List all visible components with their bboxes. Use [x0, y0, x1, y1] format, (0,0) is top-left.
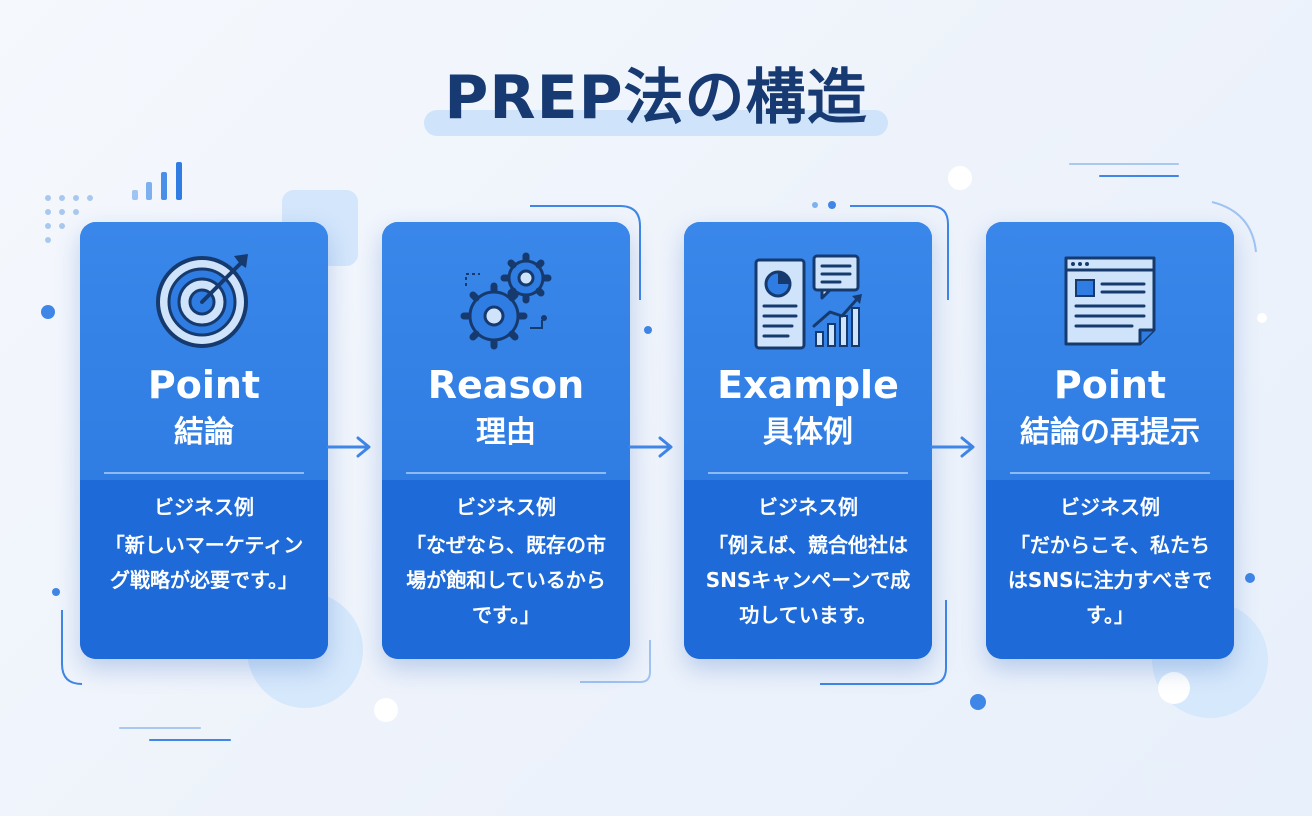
example-title: ビジネス例 [456, 495, 556, 519]
page-title: PREP法の構造 [444, 63, 868, 133]
divider [406, 472, 606, 474]
arrow-right-icon [326, 436, 371, 458]
title-container: PREP法の構造 [0, 62, 1312, 134]
step-card-point: Point 結論 ビジネス例 「新しいマーケティング戦略が必要です。」 [80, 222, 328, 659]
step-label-ja: 結論の再提示 [1020, 415, 1200, 450]
step-card-reason: Reason 理由 ビジネス例 「なぜなら、既存の市場が飽和しているからです。」 [382, 222, 630, 659]
example-text: 「新しいマーケティング戦略が必要です。」 [104, 533, 304, 592]
arrow-right-icon [628, 436, 673, 458]
step-label-ja: 結論 [174, 415, 234, 450]
divider [708, 472, 908, 474]
step-card-example: Example 具体例 ビジネス例 「例えば、競合他社はSNSキャンペーンで成功… [684, 222, 932, 659]
step-label-en: Example [717, 363, 899, 407]
step-label-en: Point [147, 363, 261, 407]
divider [1010, 472, 1210, 474]
arrow-right-icon [930, 436, 975, 458]
step-label-en: Reason [427, 363, 585, 407]
example-title: ビジネス例 [154, 495, 254, 519]
report-chart-icon [754, 254, 862, 350]
example-text: 「だからこそ、私たちはSNSに注力すべきです。」 [1007, 533, 1213, 627]
target-icon [156, 254, 248, 348]
step-label-ja: 具体例 [763, 415, 853, 450]
example-text: 「例えば、競合他社はSNSキャンペーンで成功しています。 [705, 533, 911, 627]
gears-icon [460, 252, 552, 350]
step-card-point-restate: Point 結論の再提示 ビジネス例 「だからこそ、私たちはSNSに注力すべきで… [986, 222, 1234, 659]
example-title: ビジネス例 [758, 495, 858, 519]
divider [104, 472, 304, 474]
example-title: ビジネス例 [1060, 495, 1160, 519]
step-label-en: Point [1053, 363, 1167, 407]
title-highlight [424, 110, 888, 136]
document-icon [1064, 256, 1156, 346]
example-text: 「なぜなら、既存の市場が飽和しているからです。」 [406, 533, 606, 627]
step-label-ja: 理由 [476, 415, 536, 450]
